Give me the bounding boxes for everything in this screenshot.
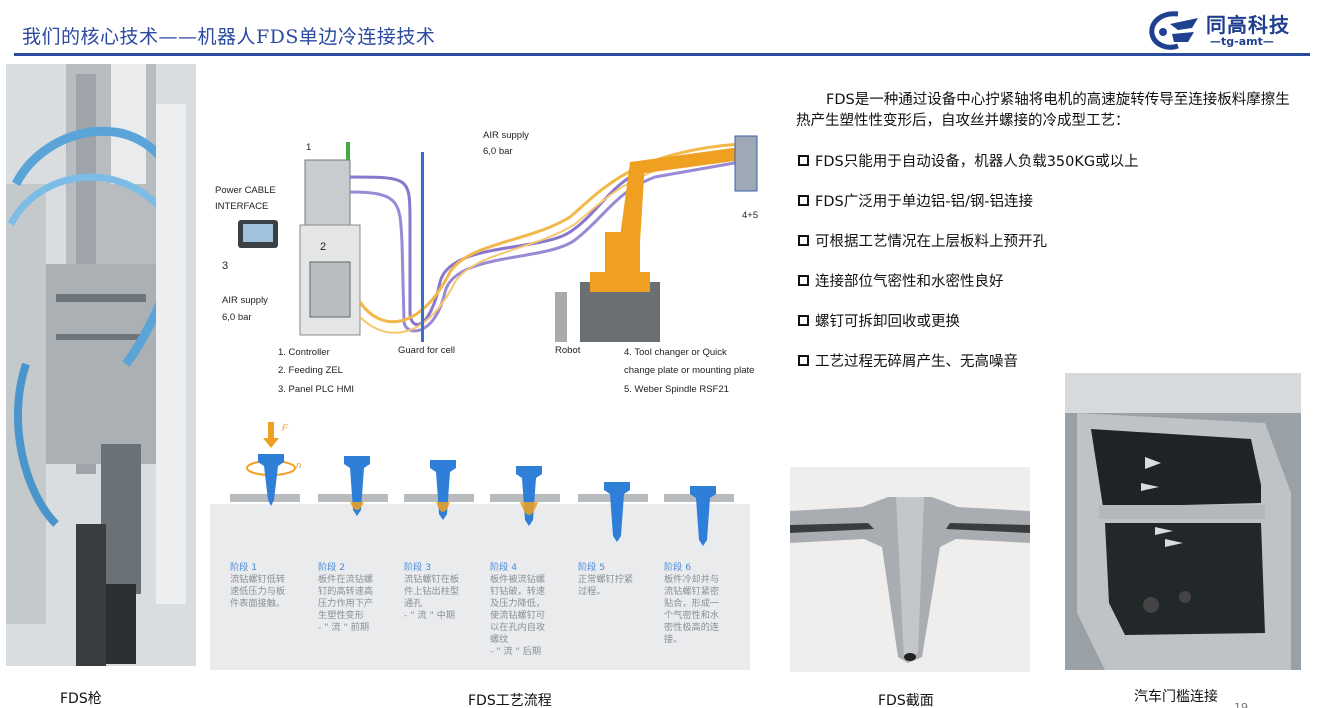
stage-text: 通孔 — [404, 598, 423, 609]
bullet-text: FDS广泛用于单边铝-铝/钢-铝连接 — [815, 194, 1034, 210]
robot-label: Robot — [555, 345, 581, 356]
air-supply-top-label: AIR supply — [483, 130, 529, 141]
stage-text: 流钻螺钉紧密 — [664, 586, 720, 597]
legend-item: 3. Panel PLC HMI — [278, 384, 355, 395]
stage-text: - " 流 " 中期 — [404, 610, 456, 621]
callout-panel: 3 — [222, 260, 229, 272]
process-stage-4: 阶段 4 板件被流钻螺 钉钻破，转速 及压力降低， 使流钻螺钉可 以在孔内自攻 … — [490, 562, 570, 658]
bullet-item: 连接部位气密性和水密性良好 — [798, 270, 1004, 291]
title-underline — [14, 53, 1310, 56]
bullet-text: 可根据工艺情况在上层板料上预开孔 — [815, 234, 1047, 250]
company-logo: 同高科技 —tg-amt— — [1148, 8, 1310, 52]
process-stage-3: 阶段 3 流钻螺钉在板 件上钻出柱型 通孔 - " 流 " 中期 — [404, 562, 484, 622]
page-title: 我们的核心技术——机器人FDS单边冷连接技术 — [22, 26, 436, 48]
stage-text: 螺纹 — [490, 634, 509, 645]
stage-text: 钉的高转速高 — [318, 586, 374, 597]
logo-subtitle: —tg-amt— — [1210, 35, 1274, 48]
stage-text: 件上钻出柱型 — [404, 586, 460, 597]
stage-text: 密性极高的连 — [664, 622, 720, 633]
stage-text: - " 流 " 前期 — [318, 622, 370, 633]
caption-fds-gun: FDS枪 — [60, 691, 102, 707]
square-bullet-icon — [798, 155, 809, 166]
square-bullet-icon — [798, 315, 809, 326]
stage-text: - " 流 " 后期 — [490, 646, 542, 657]
stage-text: 压力作用下产 — [318, 598, 374, 609]
stage-text: 过程。 — [578, 586, 606, 597]
legend-item: 5. Weber Spindle RSF21 — [624, 384, 729, 395]
legend-item: 2. Feeding ZEL — [278, 365, 343, 376]
bullet-item: FDS广泛用于单边铝-铝/钢-铝连接 — [798, 190, 1033, 211]
stage-text: 钉钻破，转速 — [490, 586, 546, 597]
system-layout-drawing — [238, 135, 758, 342]
stage-title: 阶段 1 — [230, 562, 258, 573]
process-stage-2: 阶段 2 板件在流钻螺 钉的高转速高 压力作用下产 生塑性变形 - " 流 " … — [318, 562, 398, 634]
car-sill-connection-photo — [1065, 373, 1301, 670]
square-bullet-icon — [798, 195, 809, 206]
caption-car-sill: 汽车门槛连接 — [1134, 689, 1218, 705]
air-pressure-left-label: 6,0 bar — [222, 312, 252, 323]
legend-item: change plate or mounting plate — [624, 365, 755, 376]
stage-text: 流钻螺钉在板 — [404, 574, 460, 585]
bullet-item: 工艺过程无碎屑产生、无高噪音 — [798, 350, 1018, 371]
callout-feeding: 2 — [320, 241, 327, 253]
stage-text: 板件冷却并与 — [664, 574, 720, 585]
stage-text: 板件被流钻螺 — [490, 574, 546, 585]
stage-title: 阶段 2 — [318, 562, 346, 573]
cross-section-illustration — [790, 467, 1030, 672]
fds-gun-illustration — [6, 64, 196, 666]
bullet-text: 工艺过程无碎屑产生、无高噪音 — [815, 354, 1018, 370]
fds-cross-section-photo — [790, 467, 1030, 672]
bullet-text: 连接部位气密性和水密性良好 — [815, 274, 1004, 290]
logo-name: 同高科技 — [1206, 13, 1290, 37]
bullet-item: 螺钉可拆卸回收或更换 — [798, 310, 960, 331]
process-stage-drawing — [210, 422, 750, 670]
stage-text: 接。 — [664, 634, 683, 645]
stage-text: 板件在流钻螺 — [318, 574, 374, 585]
legend-item: 1. Controller — [278, 347, 330, 358]
caption-fds-section: FDS截面 — [878, 693, 934, 708]
stage-text: 使流钻螺钉可 — [490, 610, 546, 621]
stage-text: 正常螺钉拧紧 — [578, 574, 634, 585]
guard-label: Guard for cell — [398, 345, 456, 356]
stage-text: 以在孔内自攻 — [490, 622, 546, 633]
air-supply-left-label: AIR supply — [222, 295, 268, 306]
fds-process-diagram: F n 阶段 1 流钻螺钉低转 速低压力与板 件表面接触。 阶段 2 板件在流钻… — [210, 420, 750, 670]
square-bullet-icon — [798, 235, 809, 246]
caption-fds-process: FDS工艺流程 — [468, 693, 552, 708]
stage-text: 贴合，形成一 — [664, 598, 720, 609]
interface-label: INTERFACE — [215, 201, 269, 212]
bullet-text: 螺钉可拆卸回收或更换 — [815, 314, 960, 330]
legend-item: 4. Tool changer or Quick — [624, 347, 727, 358]
stage-text: 速低压力与板 — [230, 586, 286, 597]
stage-text: 件表面接触。 — [230, 598, 286, 609]
square-bullet-icon — [798, 275, 809, 286]
intro-paragraph: FDS是一种通过设备中心拧紧轴将电机的高速旋转传导至连接板料摩擦生热产生塑性性变… — [796, 92, 1290, 129]
square-bullet-icon — [798, 355, 809, 366]
stage-text: 生塑性变形 — [318, 610, 364, 621]
process-stage-5: 阶段 5 正常螺钉拧紧 过程。 — [578, 562, 658, 598]
air-pressure-top-label: 6,0 bar — [483, 146, 513, 157]
stage-text: 流钻螺钉低转 — [230, 574, 286, 585]
bullet-item: 可根据工艺情况在上层板料上预开孔 — [798, 230, 1047, 251]
logo-mark-icon — [1149, 11, 1198, 50]
rotation-symbol: n — [296, 460, 302, 471]
stage-title: 阶段 6 — [664, 562, 692, 573]
fds-system-layout-diagram: AIR supply 6,0 bar 1 Power CABLE INTERFA… — [210, 122, 780, 402]
car-sill-illustration — [1065, 373, 1301, 670]
stage-title: 阶段 3 — [404, 562, 432, 573]
process-stage-6: 阶段 6 板件冷却并与 流钻螺钉紧密 贴合，形成一 个气密性和水 密性极高的连 … — [664, 562, 744, 646]
page-number: 19 — [1234, 701, 1248, 708]
power-cable-label: Power CABLE — [215, 185, 276, 196]
force-symbol: F — [282, 423, 288, 434]
bullet-text: FDS只能用于自动设备，机器人负载350KG或以上 — [815, 154, 1139, 170]
callout-controller: 1 — [306, 142, 312, 153]
fds-gun-photo — [6, 64, 196, 666]
callout-tool-spindle: 4+5 — [742, 210, 759, 221]
stage-text: 及压力降低， — [490, 598, 546, 609]
process-stage-1: 阶段 1 流钻螺钉低转 速低压力与板 件表面接触。 — [230, 562, 310, 610]
stage-title: 阶段 4 — [490, 562, 518, 573]
bullet-item: FDS只能用于自动设备，机器人负载350KG或以上 — [798, 150, 1139, 171]
stage-text: 个气密性和水 — [664, 610, 720, 621]
stage-title: 阶段 5 — [578, 562, 606, 573]
